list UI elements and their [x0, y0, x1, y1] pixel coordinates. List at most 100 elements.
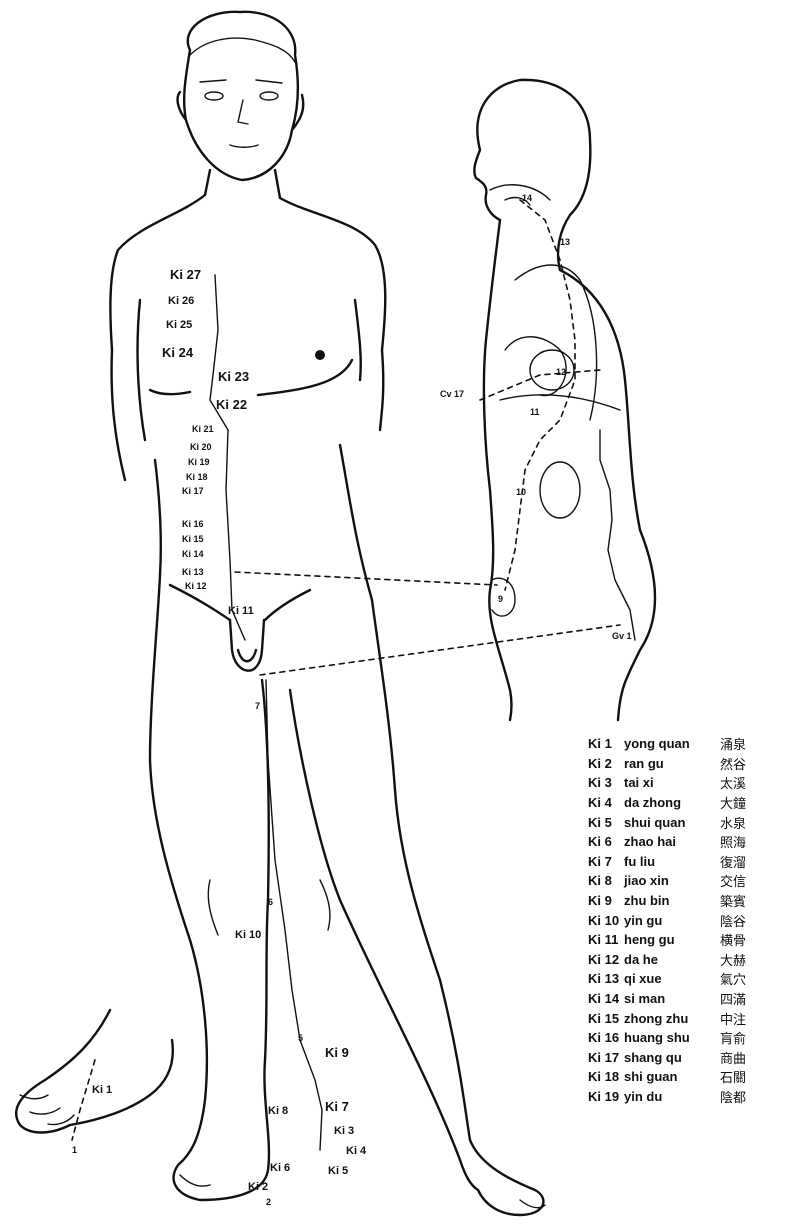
front-head-outline: [178, 12, 304, 180]
legend-pinyin: fu liu: [624, 854, 720, 869]
legend-chinese: 照海: [720, 832, 746, 851]
legend-code: Ki 8: [588, 873, 624, 888]
label-ki22: Ki 22: [216, 398, 247, 411]
front-hair: [190, 38, 295, 62]
side-head-outline: [474, 80, 590, 270]
side-number-12: 12: [556, 368, 566, 377]
legend-chinese: 横骨: [720, 930, 746, 949]
number-5: 5: [298, 1034, 303, 1043]
legend-code: Ki 12: [588, 952, 624, 967]
legend-chinese: 交信: [720, 871, 746, 890]
label-ki11: Ki 11: [228, 606, 254, 617]
number-7: 7: [255, 702, 260, 711]
legend-code: Ki 18: [588, 1069, 624, 1084]
legend-chinese: 涌泉: [720, 734, 746, 753]
legend-code: Ki 10: [588, 913, 624, 928]
legend-pinyin: tai xi: [624, 775, 720, 790]
legend-chinese: 四滿: [720, 989, 746, 1008]
legend-code: Ki 7: [588, 854, 624, 869]
front-figure: [110, 12, 545, 1215]
side-diaphragm: [500, 395, 620, 410]
legend-code: Ki 19: [588, 1089, 624, 1104]
label-cv17: Cv 17: [440, 390, 464, 399]
legend-chinese: 中注: [720, 1009, 746, 1028]
label-ki18: Ki 18: [186, 473, 208, 482]
label-ki26: Ki 26: [168, 296, 194, 307]
side-spine: [600, 430, 635, 640]
sole-figure: [16, 1010, 173, 1140]
legend-code: Ki 15: [588, 1011, 624, 1026]
side-kidney: [540, 462, 580, 518]
legend-pinyin: zhao hai: [624, 834, 720, 849]
side-throat: [490, 185, 550, 205]
legend-chinese: 陰谷: [720, 911, 746, 930]
legend-pinyin: ran gu: [624, 756, 720, 771]
side-front: [484, 220, 512, 720]
legend-pinyin: yin gu: [624, 913, 720, 928]
label-ki16: Ki 16: [182, 520, 204, 529]
label-ki4: Ki 4: [346, 1146, 366, 1157]
legend-chinese: 大赫: [720, 950, 746, 969]
legend-pinyin: da he: [624, 952, 720, 967]
connector-lower: [260, 625, 620, 675]
front-mouth: [230, 145, 258, 147]
front-eye-right: [260, 92, 278, 100]
label-ki23: Ki 23: [218, 370, 249, 383]
front-nipple-right: [315, 350, 325, 360]
label-ki10: Ki 10: [235, 930, 261, 941]
front-toes: [180, 1175, 545, 1208]
points-legend: Ki 1yong quan涌泉Ki 2ran gu然谷Ki 3tai xi太溪K…: [588, 734, 793, 1106]
legend-chinese: 陰都: [720, 1087, 746, 1106]
legend-code: Ki 6: [588, 834, 624, 849]
legend-pinyin: huang shu: [624, 1030, 720, 1045]
legend-chinese: 商曲: [720, 1048, 746, 1067]
legend-pinyin: shui quan: [624, 815, 720, 830]
legend-pinyin: jiao xin: [624, 873, 720, 888]
side-number-11: 11: [530, 408, 540, 417]
legend-chinese: 太溪: [720, 773, 746, 792]
label-ki13: Ki 13: [182, 568, 204, 577]
legend-pinyin: shi guan: [624, 1069, 720, 1084]
label-ki2: Ki 2: [248, 1182, 268, 1193]
number-6: 6: [268, 898, 273, 907]
legend-pinyin: zhong zhu: [624, 1011, 720, 1026]
label-ki21: Ki 21: [192, 425, 214, 434]
legend-row: Ki 10yin gu陰谷: [588, 910, 793, 930]
side-number-13: 13: [560, 238, 570, 247]
legend-code: Ki 2: [588, 756, 624, 771]
side-heart: [530, 350, 574, 390]
front-nose: [238, 100, 248, 124]
number-1: 1: [72, 1146, 77, 1155]
front-neck-shoulders: [110, 170, 385, 350]
label-ki19: Ki 19: [188, 458, 210, 467]
legend-pinyin: shang qu: [624, 1050, 720, 1065]
legend-code: Ki 11: [588, 932, 624, 947]
label-ki12: Ki 12: [185, 582, 207, 591]
side-bladder: [492, 578, 515, 616]
number-2: 2: [266, 1198, 271, 1207]
label-ki25: Ki 25: [166, 320, 192, 331]
legend-chinese: 氣穴: [720, 969, 746, 988]
legend-chinese: 水泉: [720, 813, 746, 832]
legend-pinyin: yong quan: [624, 736, 720, 751]
legend-chinese: 大鐘: [720, 793, 746, 812]
legend-chinese: 築賓: [720, 891, 746, 910]
label-ki15: Ki 15: [182, 535, 204, 544]
label-ki9: Ki 9: [325, 1046, 349, 1059]
label-ki20: Ki 20: [190, 443, 212, 452]
front-right-arm: [355, 300, 383, 430]
legend-pinyin: da zhong: [624, 795, 720, 810]
legend-row: Ki 11heng gu横骨: [588, 930, 793, 950]
legend-chinese: 石關: [720, 1067, 746, 1086]
side-figure: [474, 80, 655, 720]
legend-row: Ki 12da he大赫: [588, 950, 793, 970]
